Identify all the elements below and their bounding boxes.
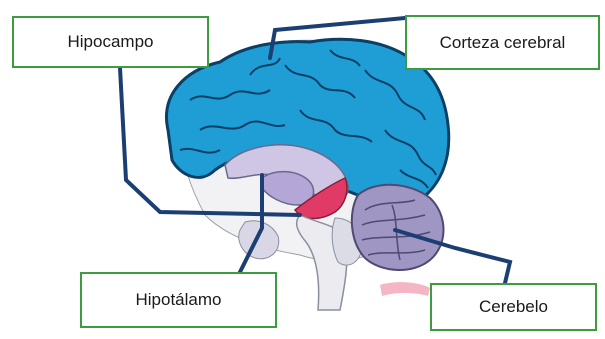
label-hipocampo: Hipocampo	[12, 16, 209, 68]
label-cerebelo: Cerebelo	[430, 283, 597, 331]
cerebellum	[352, 185, 444, 270]
label-corteza-text: Corteza cerebral	[440, 33, 566, 53]
spinal-region-highlight	[380, 282, 430, 296]
label-hipotalamo: Hipotálamo	[80, 272, 277, 328]
label-cerebelo-text: Cerebelo	[479, 297, 548, 317]
label-hipocampo-text: Hipocampo	[68, 32, 154, 52]
label-corteza-cerebral: Corteza cerebral	[405, 15, 600, 70]
label-hipotalamo-text: Hipotálamo	[136, 290, 222, 310]
